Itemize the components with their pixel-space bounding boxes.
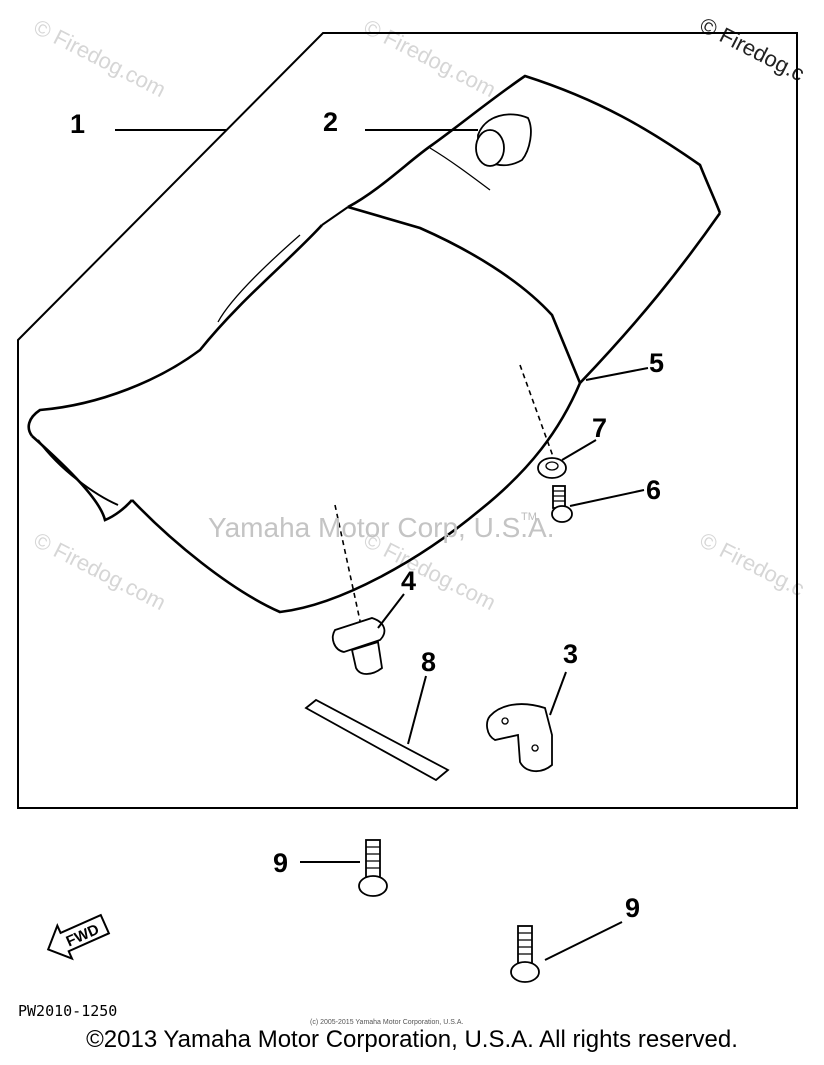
callout-6: 6 bbox=[646, 475, 661, 505]
seat-pad-fold bbox=[321, 206, 349, 226]
bolt-9a-thread bbox=[366, 846, 380, 869]
callout-9-lower: 9 bbox=[625, 893, 640, 923]
callout-1: 1 bbox=[70, 109, 85, 139]
part-9-bolt-upper bbox=[358, 839, 388, 897]
part-9-bolt-lower bbox=[510, 925, 540, 983]
trademark-mark: TM bbox=[521, 511, 537, 523]
bracket-stem bbox=[350, 640, 383, 675]
bolt-thread bbox=[553, 490, 565, 502]
part-3-bracket bbox=[486, 703, 553, 772]
leader-8 bbox=[407, 675, 427, 745]
watermark-top-right: © Firedog.c bbox=[696, 12, 809, 86]
seat-assembly bbox=[27, 74, 722, 631]
mount-line-rear bbox=[519, 364, 556, 463]
leader-6 bbox=[569, 489, 645, 507]
bolt-9a-shank bbox=[365, 839, 381, 879]
callout-2: 2 bbox=[323, 107, 338, 137]
seat-rear-top bbox=[347, 74, 722, 214]
mount-line-front bbox=[334, 504, 363, 631]
seat-right-flank bbox=[579, 212, 722, 384]
part-4-bracket bbox=[331, 617, 386, 675]
bolt-9b-shank bbox=[517, 925, 533, 965]
bolt-9a-head bbox=[358, 875, 388, 897]
rear-bracket-holes bbox=[501, 717, 539, 752]
callout-8: 8 bbox=[421, 647, 436, 677]
callout-9-upper: 9 bbox=[273, 848, 288, 878]
callout-4: 4 bbox=[401, 566, 416, 596]
nut-body bbox=[537, 457, 567, 479]
seat-front-nose bbox=[31, 435, 133, 522]
center-watermark: Yamaha Motor Corp, U.S.A. bbox=[208, 512, 555, 543]
leader-5 bbox=[585, 367, 649, 381]
footer-copyright: ©2013 Yamaha Motor Corporation, U.S.A. A… bbox=[86, 1026, 738, 1053]
seat-crease bbox=[217, 234, 301, 323]
seat-bottom-edge bbox=[131, 382, 582, 614]
part-6-bolt bbox=[551, 485, 573, 523]
small-copyright: (c) 2005-2015 Yamaha Motor Corporation, … bbox=[310, 1019, 463, 1026]
bolt-shank bbox=[552, 485, 566, 509]
fwd-arrow-icon bbox=[46, 913, 111, 961]
leader-lines bbox=[115, 129, 649, 961]
callout-labels: 1 2 5 7 6 4 8 3 9 9 bbox=[70, 107, 664, 923]
rear-bracket-body bbox=[486, 703, 553, 772]
reference-code: PW2010-1250 bbox=[18, 1002, 117, 1020]
seat-pad-ridge bbox=[347, 205, 582, 384]
seat-underside-curve bbox=[37, 439, 119, 506]
callout-5: 5 bbox=[649, 348, 664, 378]
callout-3: 3 bbox=[563, 639, 578, 669]
watermark-top-center: © Firedog.com bbox=[360, 14, 500, 102]
seat-stitch-line bbox=[429, 147, 491, 191]
seat-front-top bbox=[27, 224, 323, 437]
leader-4 bbox=[377, 593, 405, 629]
part-7-nut bbox=[537, 457, 567, 479]
bracket-plate bbox=[331, 617, 386, 653]
diagram-frame bbox=[17, 32, 798, 809]
leader-9-lower bbox=[544, 921, 623, 961]
forward-arrow: FWD bbox=[46, 913, 111, 961]
nut-hole bbox=[545, 461, 559, 471]
callout-7: 7 bbox=[592, 413, 607, 443]
leader-3 bbox=[549, 671, 567, 716]
bolt-9b-thread bbox=[518, 932, 532, 955]
watermark-top-left: © Firedog.com bbox=[30, 14, 170, 102]
part-2-strap bbox=[475, 113, 532, 167]
bolt-head bbox=[551, 505, 573, 523]
watermark-mid-left: © Firedog.com bbox=[30, 527, 170, 615]
leader-7 bbox=[561, 439, 597, 461]
bolt-9b-head bbox=[510, 961, 540, 983]
part-8-strip bbox=[304, 698, 450, 782]
strap-end bbox=[475, 129, 505, 167]
watermark-mid-right: © Firedog.c bbox=[696, 527, 809, 601]
